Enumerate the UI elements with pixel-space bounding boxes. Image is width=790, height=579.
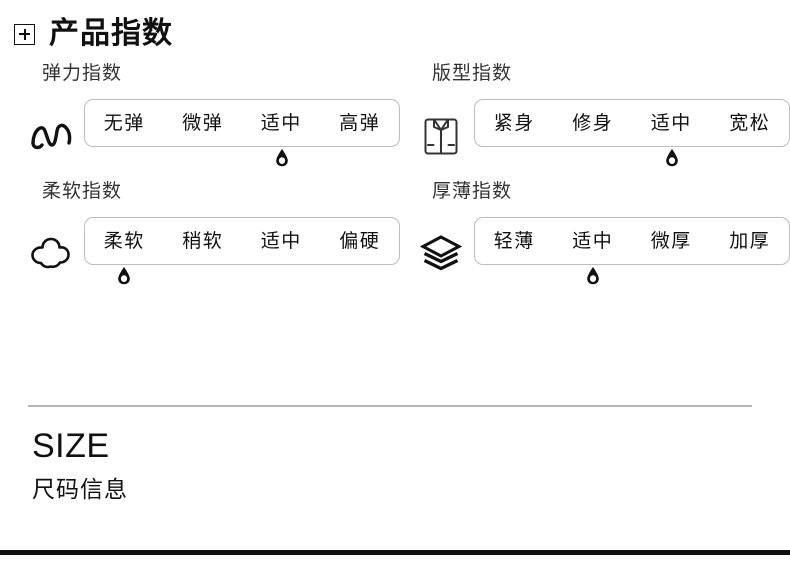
scale-pill[interactable]: 紧身 修身 适中 宽松 [474, 99, 790, 147]
marker-slot [474, 148, 553, 172]
marker-slot [632, 266, 711, 290]
index-block-softness: 柔软指数 柔软 稍软 适中 偏硬 [28, 182, 400, 288]
marker-slot [474, 266, 553, 290]
folded-shirt-icon [418, 112, 464, 158]
scale-option[interactable]: 柔软 [103, 230, 145, 252]
scale-markers [84, 266, 400, 288]
scale-option[interactable]: 适中 [572, 230, 614, 252]
marker-slot [321, 266, 400, 290]
scale-pill[interactable]: 柔软 稍软 适中 偏硬 [84, 217, 400, 265]
cloud-icon [28, 230, 74, 276]
scale-option[interactable]: 加厚 [729, 230, 771, 252]
droplet-marker [665, 148, 679, 172]
marker-slot [711, 148, 790, 172]
scale-markers [474, 266, 790, 288]
scale-wrap: 轻薄 适中 微厚 加厚 [474, 217, 790, 288]
size-title-cn: 尺码信息 [32, 476, 128, 503]
index-label: 版型指数 [432, 63, 513, 84]
scale-option[interactable]: 适中 [260, 112, 302, 134]
scale-wrap: 柔软 稍软 适中 偏硬 [84, 217, 400, 288]
index-row: 柔软 稍软 适中 偏硬 [28, 217, 400, 288]
scale-option[interactable]: 无弹 [103, 112, 145, 134]
scale-wrap: 无弹 微弹 适中 高弹 [84, 99, 400, 170]
index-block-elasticity: 弹力指数 无弹 微弹 适中 高弹 [28, 64, 400, 170]
plus-square-icon[interactable] [14, 23, 35, 45]
spring-coil-icon [28, 112, 74, 158]
bottom-bar [0, 550, 790, 555]
page-title: 产品指数 [49, 17, 173, 50]
size-title-en: SIZE [32, 427, 110, 465]
index-block-fit: 版型指数 紧身 修身 适中 [418, 64, 790, 170]
scale-option[interactable]: 紧身 [493, 112, 535, 134]
scale-option[interactable]: 微弹 [182, 112, 224, 134]
index-row: 轻薄 适中 微厚 加厚 [418, 217, 790, 288]
droplet-marker [586, 266, 600, 290]
scale-wrap: 紧身 修身 适中 宽松 [474, 99, 790, 170]
scale-option[interactable]: 微厚 [650, 230, 692, 252]
scale-option[interactable]: 高弹 [339, 112, 381, 134]
scale-option[interactable]: 稍软 [182, 230, 224, 252]
size-section: SIZE 尺码信息 [32, 427, 128, 503]
marker-slot [321, 148, 400, 172]
marker-slot-active [84, 266, 163, 290]
index-row: 紧身 修身 适中 宽松 [418, 99, 790, 170]
marker-slot [163, 266, 242, 290]
section-divider [28, 405, 752, 407]
scale-option[interactable]: 偏硬 [339, 230, 381, 252]
scale-option[interactable]: 宽松 [729, 112, 771, 134]
index-label: 弹力指数 [42, 63, 123, 84]
index-label: 柔软指数 [42, 181, 123, 202]
scale-option[interactable]: 修身 [572, 112, 614, 134]
droplet-marker [117, 266, 131, 290]
marker-slot [711, 266, 790, 290]
scale-option[interactable]: 适中 [260, 230, 302, 252]
scale-pill[interactable]: 无弹 微弹 适中 高弹 [84, 99, 400, 147]
marker-slot-active [553, 266, 632, 290]
page-header: 产品指数 [0, 0, 790, 50]
scale-markers [474, 148, 790, 170]
scale-pill[interactable]: 轻薄 适中 微厚 加厚 [474, 217, 790, 265]
index-label: 厚薄指数 [432, 181, 513, 202]
index-block-thickness: 厚薄指数 轻薄 适中 微厚 加厚 [418, 182, 790, 288]
droplet-marker [275, 148, 289, 172]
marker-slot [163, 148, 242, 172]
marker-slot [242, 266, 321, 290]
scale-option[interactable]: 适中 [650, 112, 692, 134]
scale-option[interactable]: 轻薄 [493, 230, 535, 252]
index-row: 无弹 微弹 适中 高弹 [28, 99, 400, 170]
marker-slot-active [242, 148, 321, 172]
marker-slot [553, 148, 632, 172]
marker-slot-active [632, 148, 711, 172]
product-index-grid: 弹力指数 无弹 微弹 适中 高弹 [0, 64, 790, 288]
layers-stack-icon [418, 230, 464, 276]
scale-markers [84, 148, 400, 170]
marker-slot [84, 148, 163, 172]
